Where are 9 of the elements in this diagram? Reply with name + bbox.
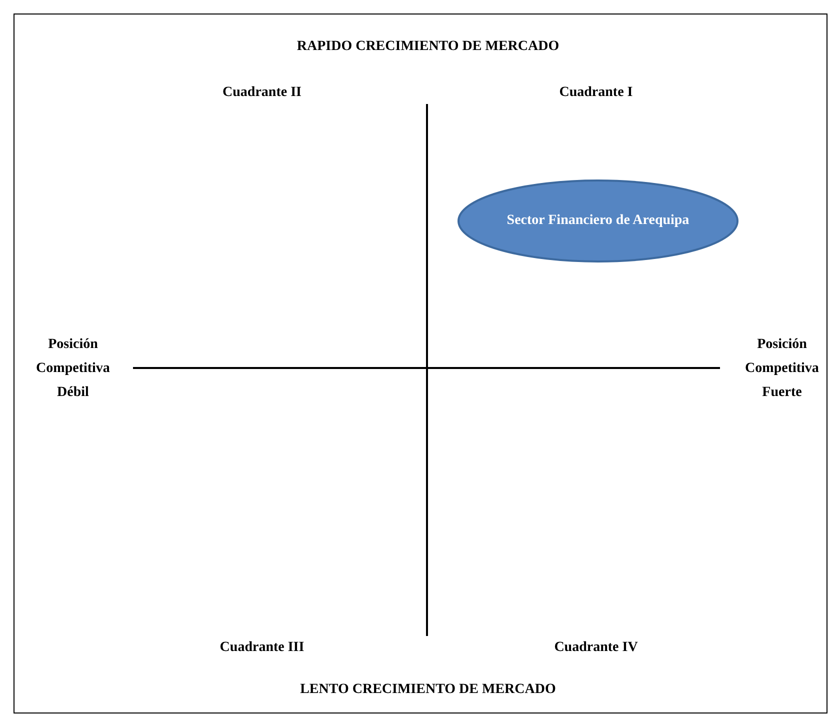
axis-title: RAPIDO CRECIMIENTO DE MERCADO <box>296 38 560 56</box>
quadrant-label: Cuadrante I <box>558 84 634 102</box>
quadrant-label: Cuadrante IV <box>553 639 639 657</box>
ellipse-text: Sector Financiero de Arequipa <box>506 212 690 230</box>
quadrant-label: Cuadrante II <box>222 84 302 102</box>
axis-title: LENTO CRECIMIENTO DE MERCADO <box>299 681 557 699</box>
axis-label: Posición Competitiva Fuerte <box>744 336 820 402</box>
quadrant-label: Cuadrante III <box>218 639 306 657</box>
axis-label: Posición Competitiva Débil <box>35 336 111 402</box>
